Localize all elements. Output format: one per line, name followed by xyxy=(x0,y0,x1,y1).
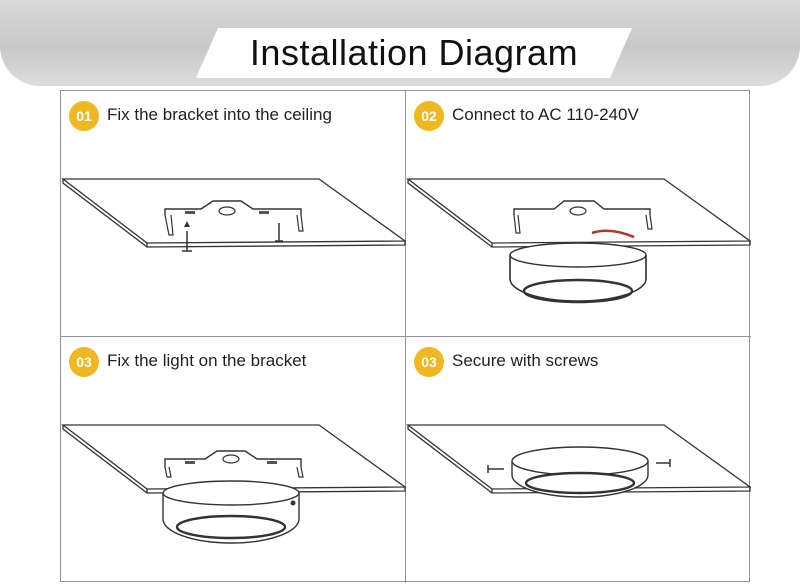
wiring-illustration xyxy=(406,178,751,304)
step-text-2: Connect to AC 110-240V xyxy=(452,105,639,124)
step-panel-1: 01 Fix the bracket into the ceiling xyxy=(61,91,406,337)
page-title: Installation Diagram xyxy=(249,32,579,73)
title-plate: Installation Diagram xyxy=(196,28,632,78)
step-text-3: Fix the light on the bracket xyxy=(107,351,307,370)
step-text-4: Secure with screws xyxy=(452,351,599,370)
step-badge-2: 02 xyxy=(414,101,444,131)
secure-screws-illustration xyxy=(406,424,751,498)
step-badge-1: 01 xyxy=(69,101,99,131)
title-plate-shape xyxy=(196,28,632,78)
step-panel-3: 03 Fix the light on the bracket xyxy=(61,337,406,583)
step-badge-3: 03 xyxy=(69,347,99,377)
mount-light-illustration xyxy=(61,424,406,544)
step-badge-4: 03 xyxy=(414,347,444,377)
steps-grid: 01 Fix the bracket into the ceiling 02 C… xyxy=(60,90,751,583)
step-panel-2: 02 Connect to AC 110-240V xyxy=(406,91,751,337)
step-panel-4: 03 Secure with screws xyxy=(406,337,751,583)
step-text-1: Fix the bracket into the ceiling xyxy=(107,105,332,124)
ceiling-bracket-illustration xyxy=(61,178,406,252)
